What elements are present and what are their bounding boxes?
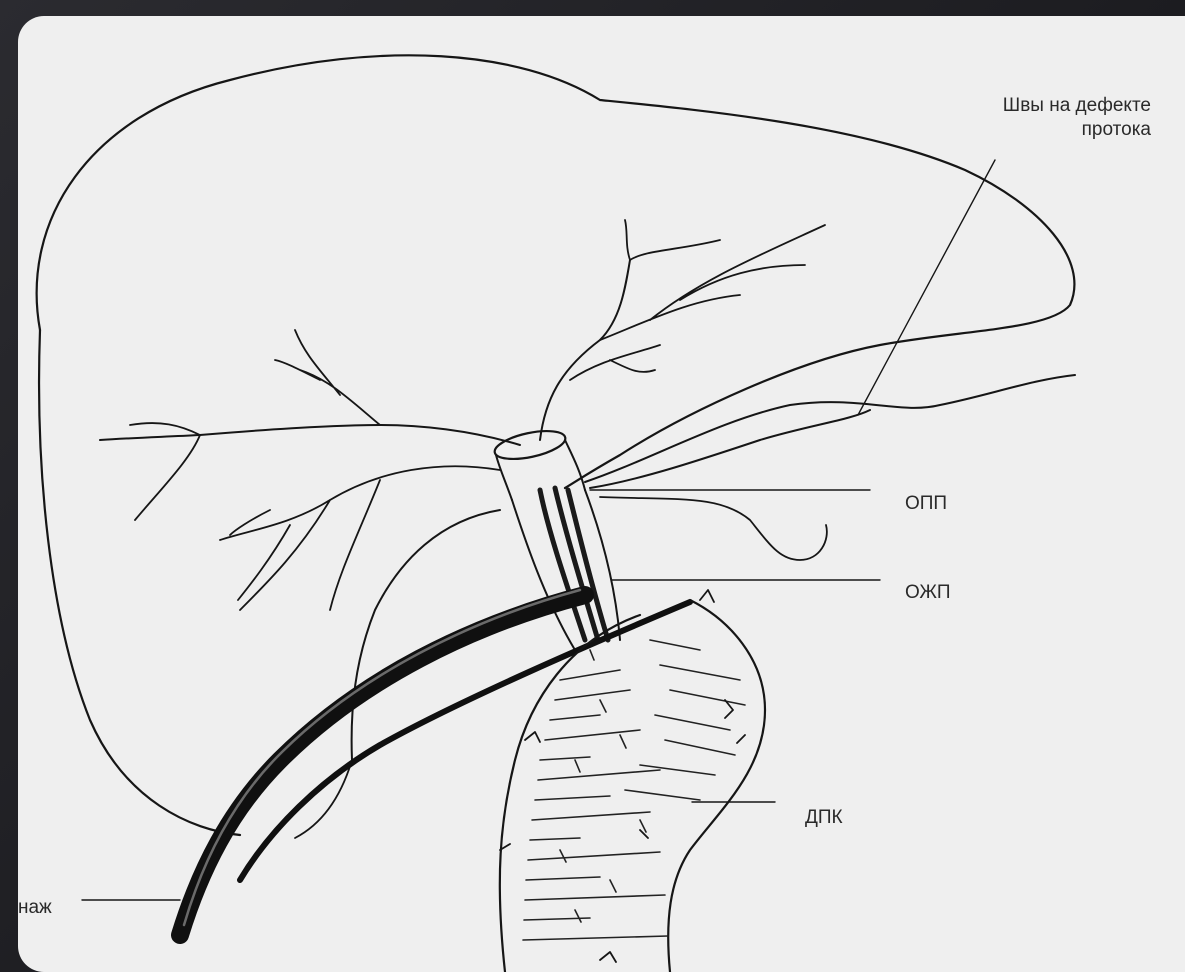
duodenum-sutures xyxy=(500,590,745,962)
sutures-pointer xyxy=(858,160,995,415)
left-duct-branch3 xyxy=(220,466,500,610)
left-duct-branch4 xyxy=(230,510,290,600)
label-drain: наж xyxy=(18,896,52,920)
right-duct-branch2 xyxy=(625,220,720,260)
liver-outline xyxy=(37,55,1075,488)
right-duct-branch3 xyxy=(570,345,660,380)
drain-tube xyxy=(180,595,585,935)
right-duct-main xyxy=(540,260,630,440)
duodenum-right-edge xyxy=(668,600,765,972)
duodenum-folds xyxy=(523,640,745,940)
liver-lower-edge xyxy=(39,330,240,835)
anatomy-illustration xyxy=(18,16,1185,972)
left-duct-branch1 xyxy=(275,330,380,425)
diagram-panel: Швы на дефекте протока ОПП ОЖП ДПК наж xyxy=(18,16,1185,972)
right-vessel-upper xyxy=(585,375,1075,482)
label-sutures-line1: Швы на дефекте xyxy=(1003,94,1151,118)
label-dpk: ДПК xyxy=(805,806,843,830)
left-duct-main xyxy=(100,425,520,445)
label-sutures-line2: протока xyxy=(1003,118,1151,142)
label-ozhp: ОЖП xyxy=(905,581,951,605)
duct-stump-ring xyxy=(492,426,567,464)
right-vessel-tip xyxy=(600,497,827,560)
cbd-shading xyxy=(540,488,608,640)
label-sutures: Швы на дефекте протока xyxy=(1003,94,1151,142)
right-vessel-lower xyxy=(590,410,870,488)
label-opp: ОПП xyxy=(905,492,947,516)
